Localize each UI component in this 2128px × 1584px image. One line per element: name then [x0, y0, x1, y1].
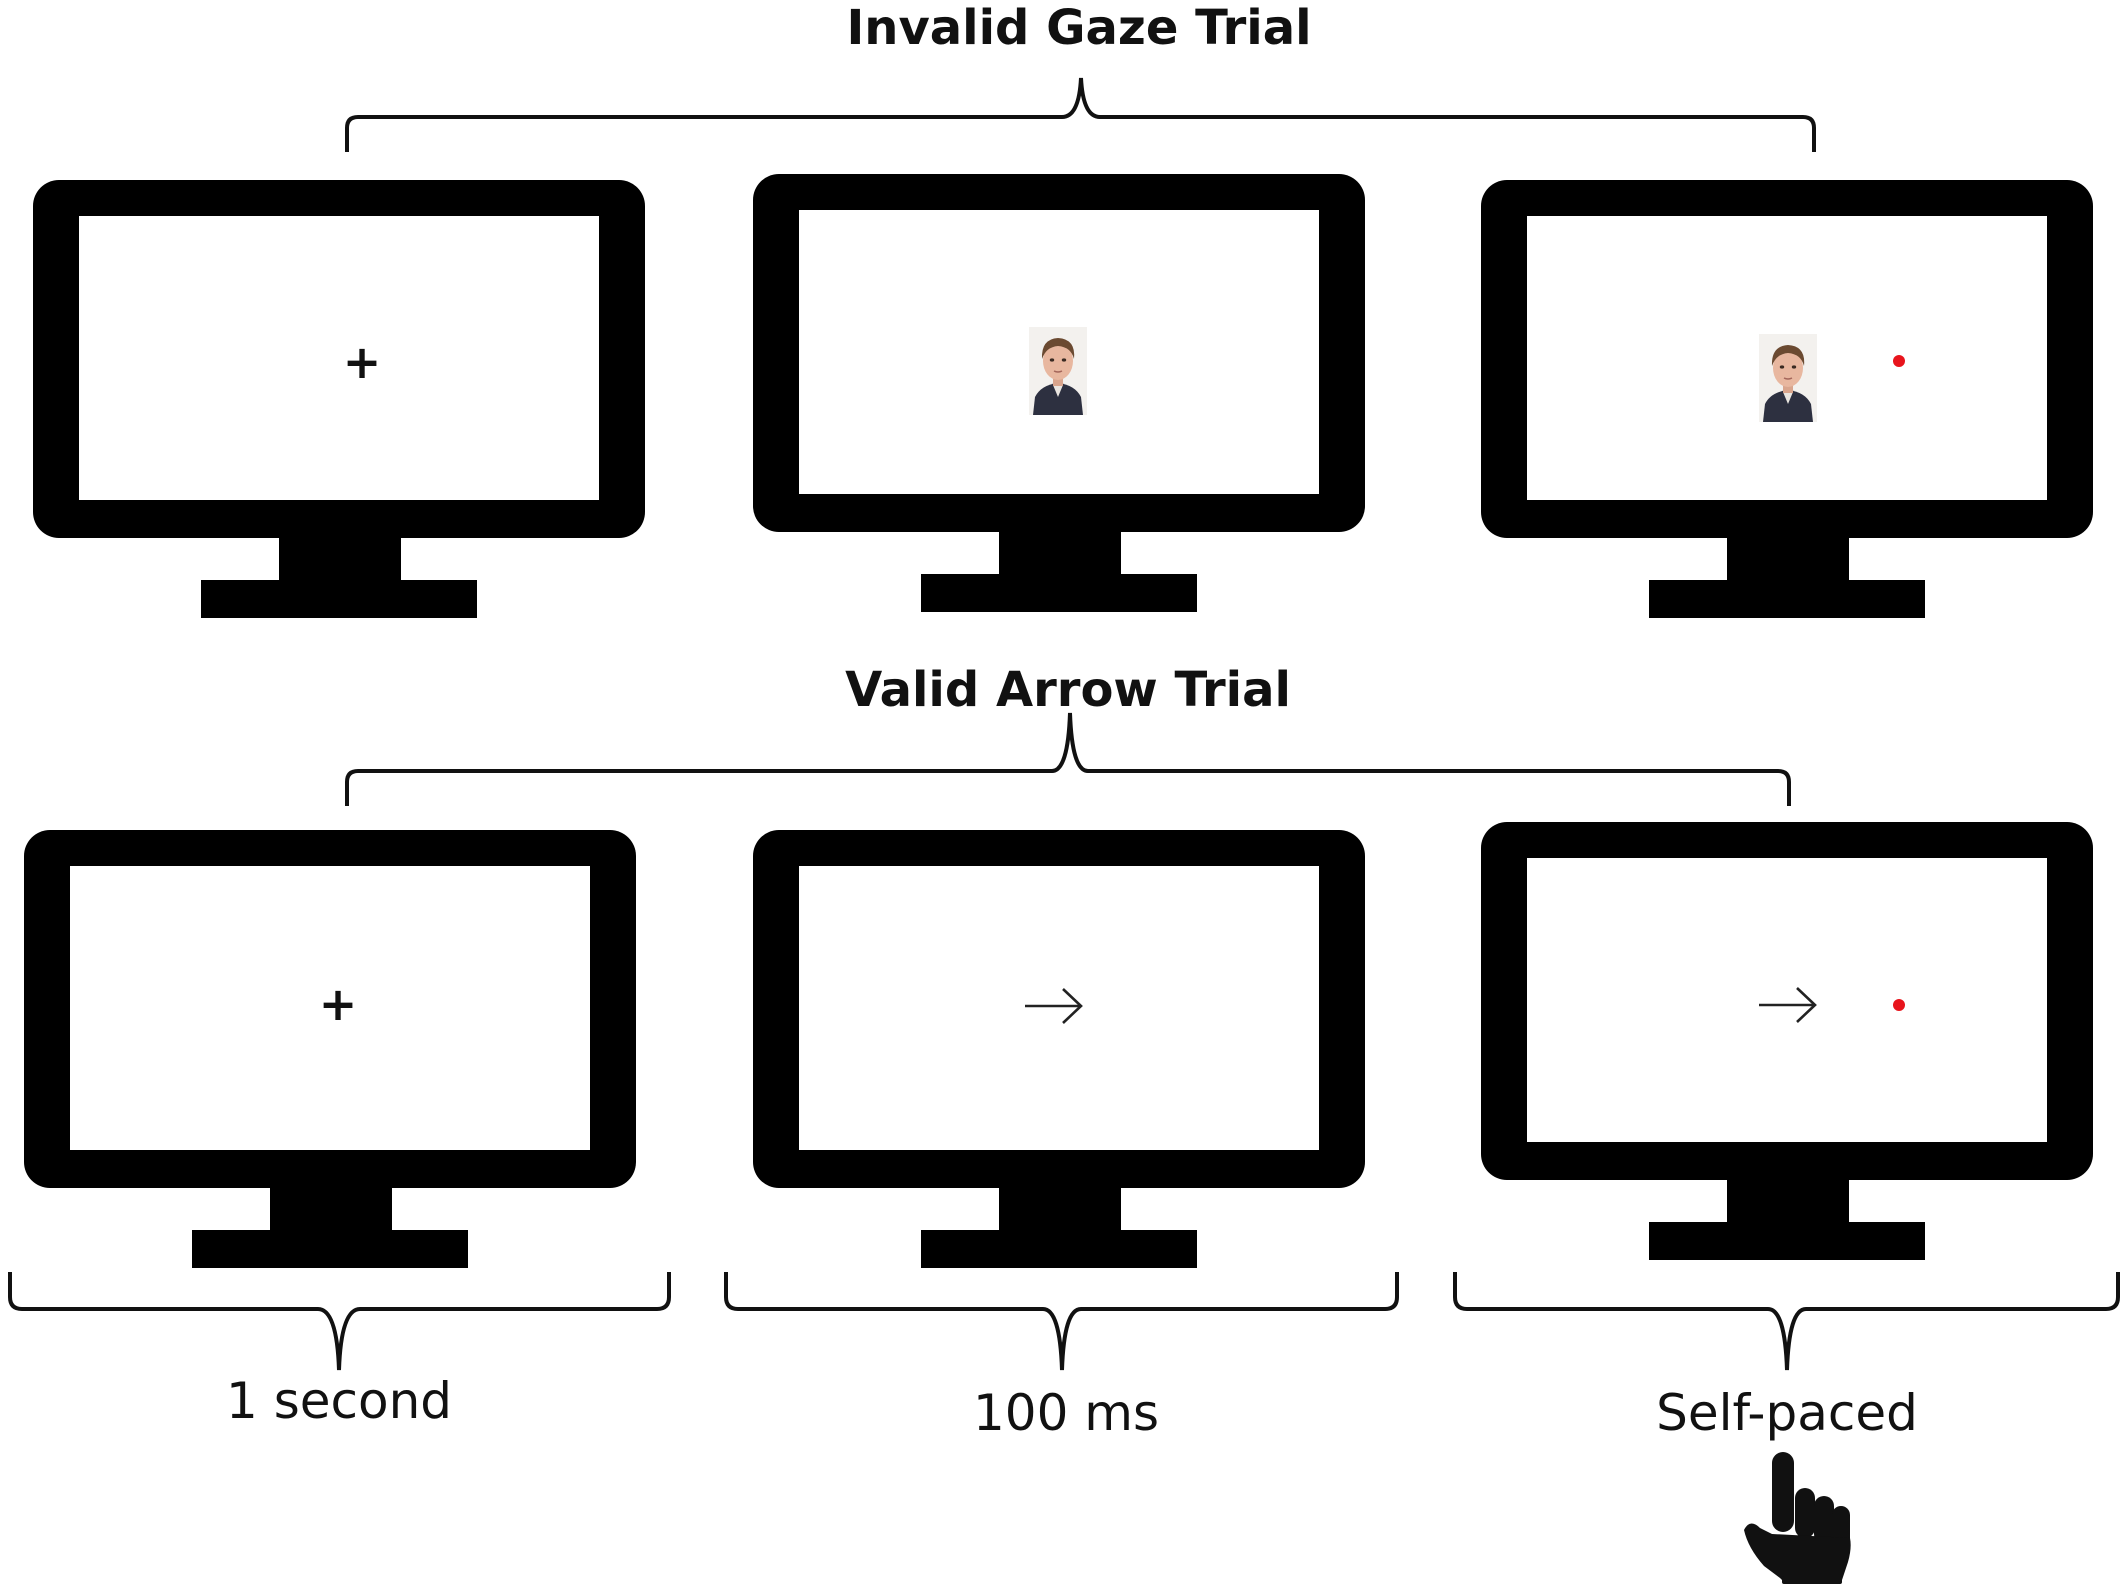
valid-arrow-trial: Valid Arrow Trial +: [24, 662, 2093, 1268]
duration-row: 1 second 100 ms Self-paced: [8, 1272, 2120, 1584]
face-photo-icon: [1758, 333, 1818, 423]
pointing-hand-icon: [1744, 1452, 1851, 1584]
monitor-arrow-cue: [753, 830, 1365, 1268]
duration-brace-3: [1453, 1272, 2120, 1371]
fixation-cross: +: [343, 335, 382, 389]
duration-brace-1: [8, 1272, 671, 1371]
valid-arrow-brace: [345, 712, 1791, 806]
duration-label-3: Self-paced: [1656, 1384, 1918, 1442]
fixation-cross: +: [319, 977, 358, 1031]
invalid-gaze-brace: [345, 77, 1816, 152]
invalid-gaze-trial: Invalid Gaze Trial +: [33, 0, 2093, 618]
duration-label-2: 100 ms: [973, 1384, 1159, 1442]
monitor-face-target: [1481, 180, 2093, 618]
target-dot: [1893, 355, 1905, 367]
target-dot: [1893, 999, 1905, 1011]
face-photo-icon: [1028, 326, 1088, 416]
invalid-gaze-title: Invalid Gaze Trial: [846, 0, 1311, 56]
monitor-face-cue: [753, 174, 1365, 612]
monitor-fixation-gaze: +: [33, 180, 645, 618]
duration-label-1: 1 second: [226, 1372, 452, 1430]
valid-arrow-title: Valid Arrow Trial: [845, 662, 1291, 718]
monitor-arrow-target: [1481, 822, 2093, 1260]
duration-brace-2: [724, 1272, 1399, 1371]
monitor-fixation-arrow: +: [24, 830, 636, 1268]
